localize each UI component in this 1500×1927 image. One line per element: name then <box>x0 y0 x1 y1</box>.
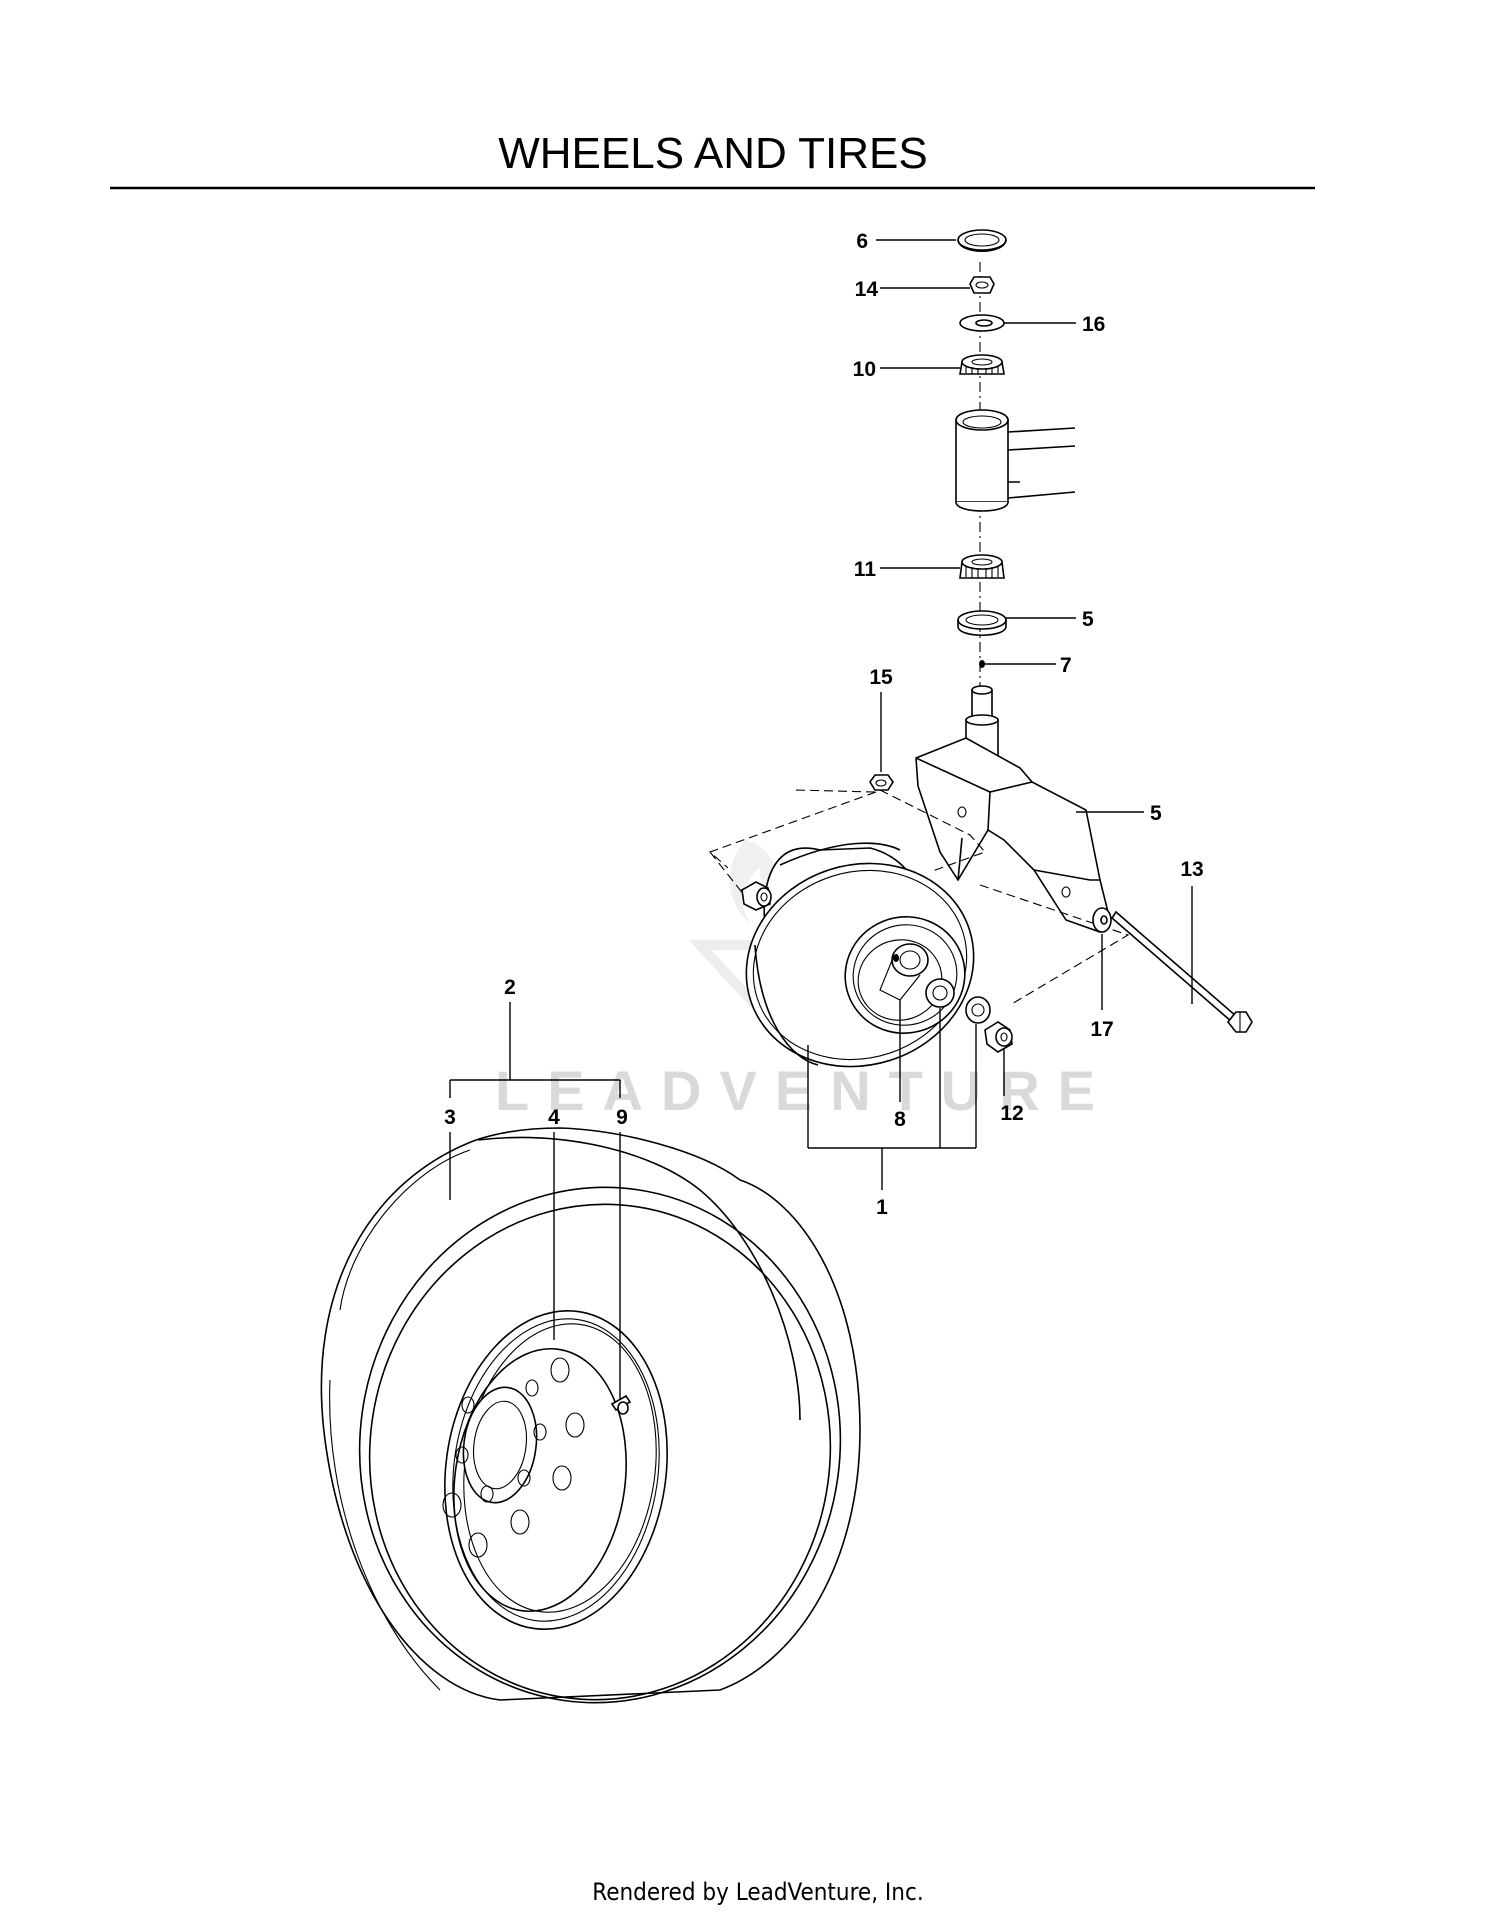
part-6-dust-cap <box>957 229 1007 252</box>
part-9-valve-stem <box>610 1394 632 1415</box>
part-7-grease-fitting <box>979 660 985 668</box>
part-14-nut <box>969 276 995 294</box>
callout-15: 15 <box>869 666 893 689</box>
part-2-rear-wheel <box>320 1127 861 1704</box>
callout-17: 17 <box>1090 1018 1113 1041</box>
callout-13: 13 <box>1180 858 1203 881</box>
callout-12: 12 <box>1000 1102 1023 1125</box>
callout-1: 1 <box>876 1196 888 1219</box>
part-5-caster-fork <box>915 685 1111 933</box>
callout-7: 7 <box>1060 654 1072 677</box>
watermark-text: LEADVENTURE <box>495 1059 1113 1122</box>
part-10-bearing <box>959 354 1005 375</box>
part-11-bearing <box>959 554 1005 579</box>
part-5-seal-ring <box>957 610 1007 636</box>
callout-11: 11 <box>854 558 877 581</box>
callout-10: 10 <box>853 358 876 381</box>
part-12-spacer-right <box>984 1021 1013 1053</box>
callout-14: 14 <box>855 278 879 301</box>
callout-3: 3 <box>444 1106 456 1129</box>
caster-projection-lines <box>708 789 1130 1006</box>
callout-5-seal: 5 <box>1082 608 1094 631</box>
page-title: WHEELS AND TIRES <box>498 129 928 178</box>
callout-9: 9 <box>616 1106 628 1129</box>
callout-8: 8 <box>894 1108 906 1131</box>
part-8-wheel-bearings <box>925 978 991 1024</box>
callout-4: 4 <box>548 1106 560 1129</box>
part-16-washer <box>959 314 1005 332</box>
part-17-washer <box>1092 907 1112 933</box>
callout-2: 2 <box>504 976 516 999</box>
callout-5-fork: 5 <box>1150 802 1162 825</box>
callout-16: 16 <box>1082 313 1105 336</box>
caster-pivot-tube <box>955 409 1076 512</box>
part-15-nut <box>869 774 894 791</box>
part-12-spacer-left <box>741 881 772 911</box>
leader-lines <box>449 239 1193 1400</box>
callout-6: 6 <box>856 230 868 253</box>
footer-credit: Rendered by LeadVenture, Inc. <box>592 1878 923 1906</box>
part-13-bolt <box>1110 910 1253 1033</box>
